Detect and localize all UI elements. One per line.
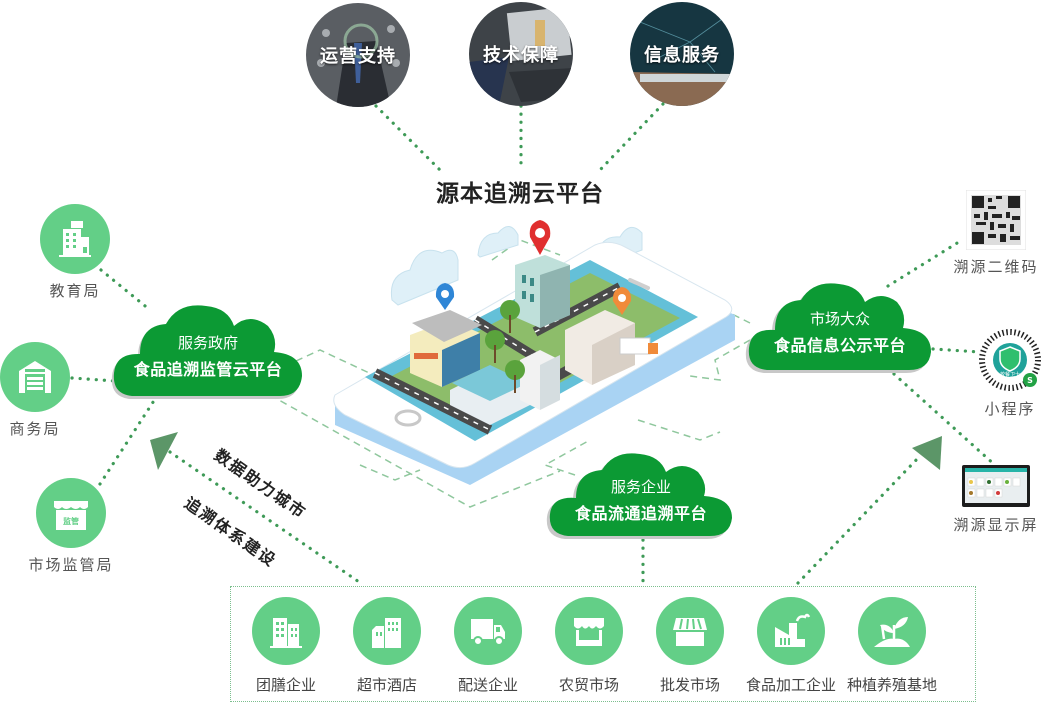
cloud-shape-icon <box>111 305 303 399</box>
connector-qr <box>886 238 964 288</box>
warehouse-icon <box>19 361 51 393</box>
dash-gov-phone-bottom <box>269 394 561 508</box>
agency-label: 教育局 <box>49 282 101 300</box>
enterprise-label: 配送企业 <box>457 676 518 694</box>
enterprise-group: 团膳企业 超市酒店 配送企业 农贸市场 <box>230 586 976 702</box>
enterprise-label: 超市酒店 <box>356 676 417 694</box>
enterprise-farming-base[interactable]: 种植养殖基地 <box>837 597 947 695</box>
output-label: 溯源显示屏 <box>953 516 1039 534</box>
enterprise-catering[interactable]: 团膳企业 <box>231 597 341 695</box>
tree-icon <box>485 330 505 363</box>
phone-home-button <box>394 409 422 427</box>
cloud-public[interactable]: 市场大众 食品信息公示平台 <box>745 276 935 376</box>
cloud-title: 服务政府 <box>177 334 238 352</box>
arrow-line-right <box>796 454 922 585</box>
agency-market-supervision[interactable]: 监管 市场监管局 <box>26 478 116 575</box>
support-photo <box>306 3 410 107</box>
factory-icon <box>775 613 811 647</box>
arrow-line-left <box>168 450 364 586</box>
dash-phone-right <box>637 419 721 441</box>
dash-phone-top <box>491 239 561 261</box>
connector-info <box>598 102 665 172</box>
enterprise-label: 种植养殖基地 <box>846 676 937 694</box>
connector-support <box>374 104 442 172</box>
cloud-subtitle: 食品追溯监管云平台 <box>133 360 283 379</box>
agency-education[interactable]: 教育局 <box>30 204 120 301</box>
location-pin-red-icon <box>529 220 551 255</box>
mini-program-code-icon: 校餐卫士 S <box>979 329 1041 391</box>
cloud-title: 市场大众 <box>809 310 870 328</box>
buildings-icon <box>270 618 302 648</box>
service-label: 技术保障 <box>483 45 559 66</box>
arrow-head-right <box>912 436 942 470</box>
phone-speaker <box>628 278 650 290</box>
connector-commerce <box>70 376 117 383</box>
tech-photo <box>469 2 573 106</box>
dash-phone-left <box>359 464 421 481</box>
warehouse-building <box>565 310 658 385</box>
plant-sprout-icon <box>874 617 910 647</box>
enterprise-farmers-market[interactable]: 农贸市场 <box>534 597 644 695</box>
agency-commerce[interactable]: 商务局 <box>0 342 80 439</box>
enterprise-label: 批发市场 <box>659 676 720 694</box>
sky-cloud-icon <box>477 226 519 258</box>
enterprise-supermarket-hotel[interactable]: 超市酒店 <box>332 597 442 695</box>
service-label: 运营支持 <box>320 46 396 67</box>
cloud-subtitle: 食品信息公示平台 <box>773 336 906 355</box>
connector-mini-program <box>931 347 982 354</box>
office-building-icon <box>59 221 91 257</box>
tree-icon <box>505 360 525 393</box>
svg-text:S: S <box>1027 376 1033 385</box>
cloud-government[interactable]: 服务政府 食品追溯监管云平台 <box>110 298 306 402</box>
dash-public-phone-mid <box>689 339 751 381</box>
svg-text:校餐卫士: 校餐卫士 <box>1000 371 1020 378</box>
cloud-shape-icon <box>546 453 732 539</box>
cloud-subtitle: 食品流通追溯平台 <box>574 504 707 523</box>
city-buildings-icon <box>372 618 401 648</box>
service-tech: 技术保障 <box>469 2 573 106</box>
truck-icon <box>471 619 505 646</box>
cloud-title: 服务企业 <box>610 478 671 496</box>
main-title: 源本追溯云平台 <box>436 181 604 207</box>
agency-label: 商务局 <box>9 420 61 438</box>
enterprise-label: 团膳企业 <box>255 676 316 694</box>
enterprise-label: 农贸市场 <box>558 676 619 694</box>
enterprise-wholesale-market[interactable]: 批发市场 <box>635 597 745 695</box>
shop-building <box>410 310 482 387</box>
connector-education <box>99 268 152 312</box>
smartphone-city-illustration <box>333 220 735 485</box>
display-screen-icon <box>962 465 1030 507</box>
enterprise-delivery[interactable]: 配送企业 <box>433 597 543 695</box>
output-qr-code[interactable]: 溯源二维码 <box>946 190 1046 277</box>
svg-text:监管: 监管 <box>63 516 79 526</box>
enterprise-label: 食品加工企业 <box>745 676 836 694</box>
connector-screen <box>892 372 998 468</box>
output-display-screen[interactable]: 溯源显示屏 <box>946 464 1046 535</box>
tree-icon <box>500 300 520 333</box>
output-label: 溯源二维码 <box>953 258 1039 276</box>
arrow-head-left <box>150 432 178 470</box>
dash-enterprise-phone <box>543 439 591 476</box>
office-tower <box>515 255 570 328</box>
service-support: 运营支持 <box>306 3 410 107</box>
connector-market-supervision <box>98 394 159 486</box>
location-pin-blue-icon <box>435 283 455 310</box>
enterprise-food-processing[interactable]: 食品加工企业 <box>736 597 846 695</box>
info-photo <box>630 2 734 106</box>
service-label: 信息服务 <box>644 45 720 66</box>
qr-code-icon <box>966 190 1026 250</box>
sky-cloud-icon <box>390 249 459 306</box>
cloud-shape-icon <box>745 283 931 373</box>
output-label: 小程序 <box>984 400 1036 418</box>
service-info: 信息服务 <box>630 2 734 106</box>
market-stall-icon <box>574 618 604 646</box>
cloud-enterprise[interactable]: 服务企业 食品流通追溯平台 <box>546 446 736 542</box>
agency-label: 市场监管局 <box>28 556 114 574</box>
tall-white-building <box>520 350 560 410</box>
output-mini-program[interactable]: 校餐卫士 S 小程序 <box>960 328 1046 419</box>
market-supervision-icon: 监管 <box>54 501 88 530</box>
awning-shop-icon <box>673 618 707 646</box>
dash-gov-phone-top <box>295 349 397 402</box>
location-pin-orange-icon <box>612 287 632 315</box>
